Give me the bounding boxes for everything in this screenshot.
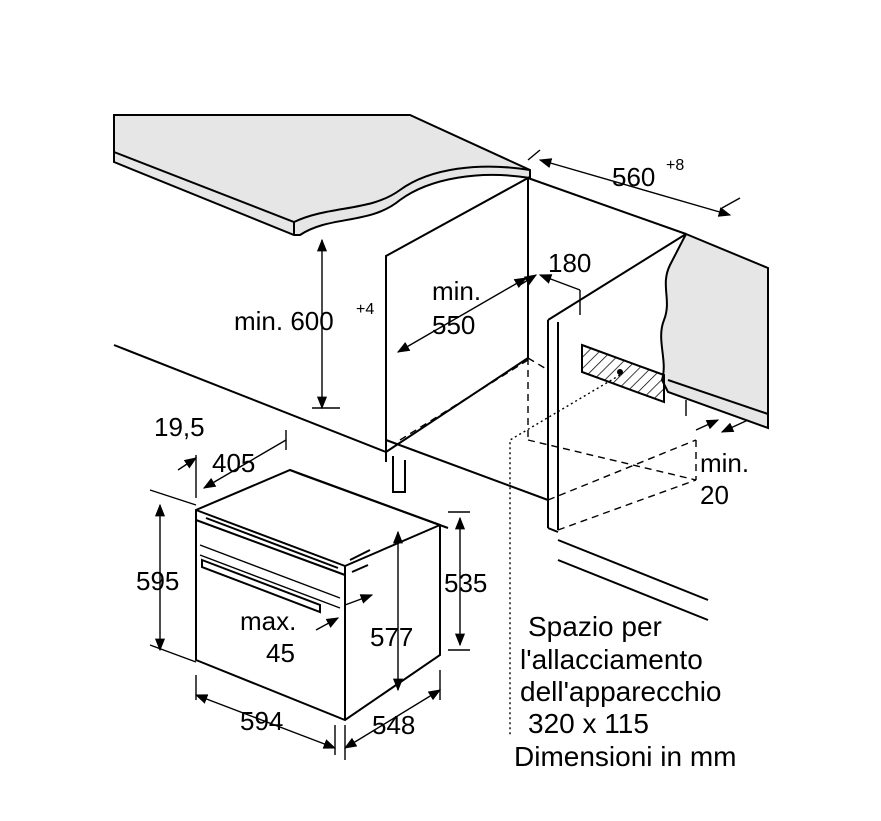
label-594: 594 <box>240 706 283 736</box>
label-577: 577 <box>370 622 413 652</box>
label-560-sup: +8 <box>666 157 684 174</box>
label-19-5: 19,5 <box>154 412 205 442</box>
niche-outline <box>385 177 697 533</box>
dimension-lines <box>149 149 749 760</box>
note-line-4: 320 x 115 <box>528 708 649 739</box>
label-min550-a: min. <box>432 276 481 306</box>
label-595: 595 <box>136 566 179 596</box>
label-min20-a: min. <box>700 448 749 478</box>
connection-area <box>509 343 665 735</box>
note-line-3: dell'apparecchio <box>520 676 721 707</box>
worktop <box>113 114 531 236</box>
note-line-5: Dimensioni in mm <box>514 741 737 772</box>
label-405: 405 <box>212 448 255 478</box>
dimension-labels: 560 +8 180 min. 550 min. 600 +4 19,5 405… <box>136 157 749 740</box>
label-535: 535 <box>444 568 487 598</box>
label-min600: min. 600 <box>234 306 334 336</box>
notes: Spazio per l'allacciamento dell'apparecc… <box>514 611 737 772</box>
note-line-2: l'allacciamento <box>520 644 703 675</box>
label-548: 548 <box>372 710 415 740</box>
label-min600-sup: +4 <box>356 301 374 318</box>
note-line-1: Spazio per <box>528 611 662 642</box>
label-min550-b: 550 <box>432 310 475 340</box>
oven <box>195 468 449 722</box>
label-max45-b: 45 <box>266 638 295 668</box>
label-max45-a: max. <box>240 606 296 636</box>
label-560: 560 <box>612 162 655 192</box>
right-wall <box>660 232 769 430</box>
label-180: 180 <box>548 248 591 278</box>
label-min20-b: 20 <box>700 480 729 510</box>
floor-lines <box>113 344 709 621</box>
